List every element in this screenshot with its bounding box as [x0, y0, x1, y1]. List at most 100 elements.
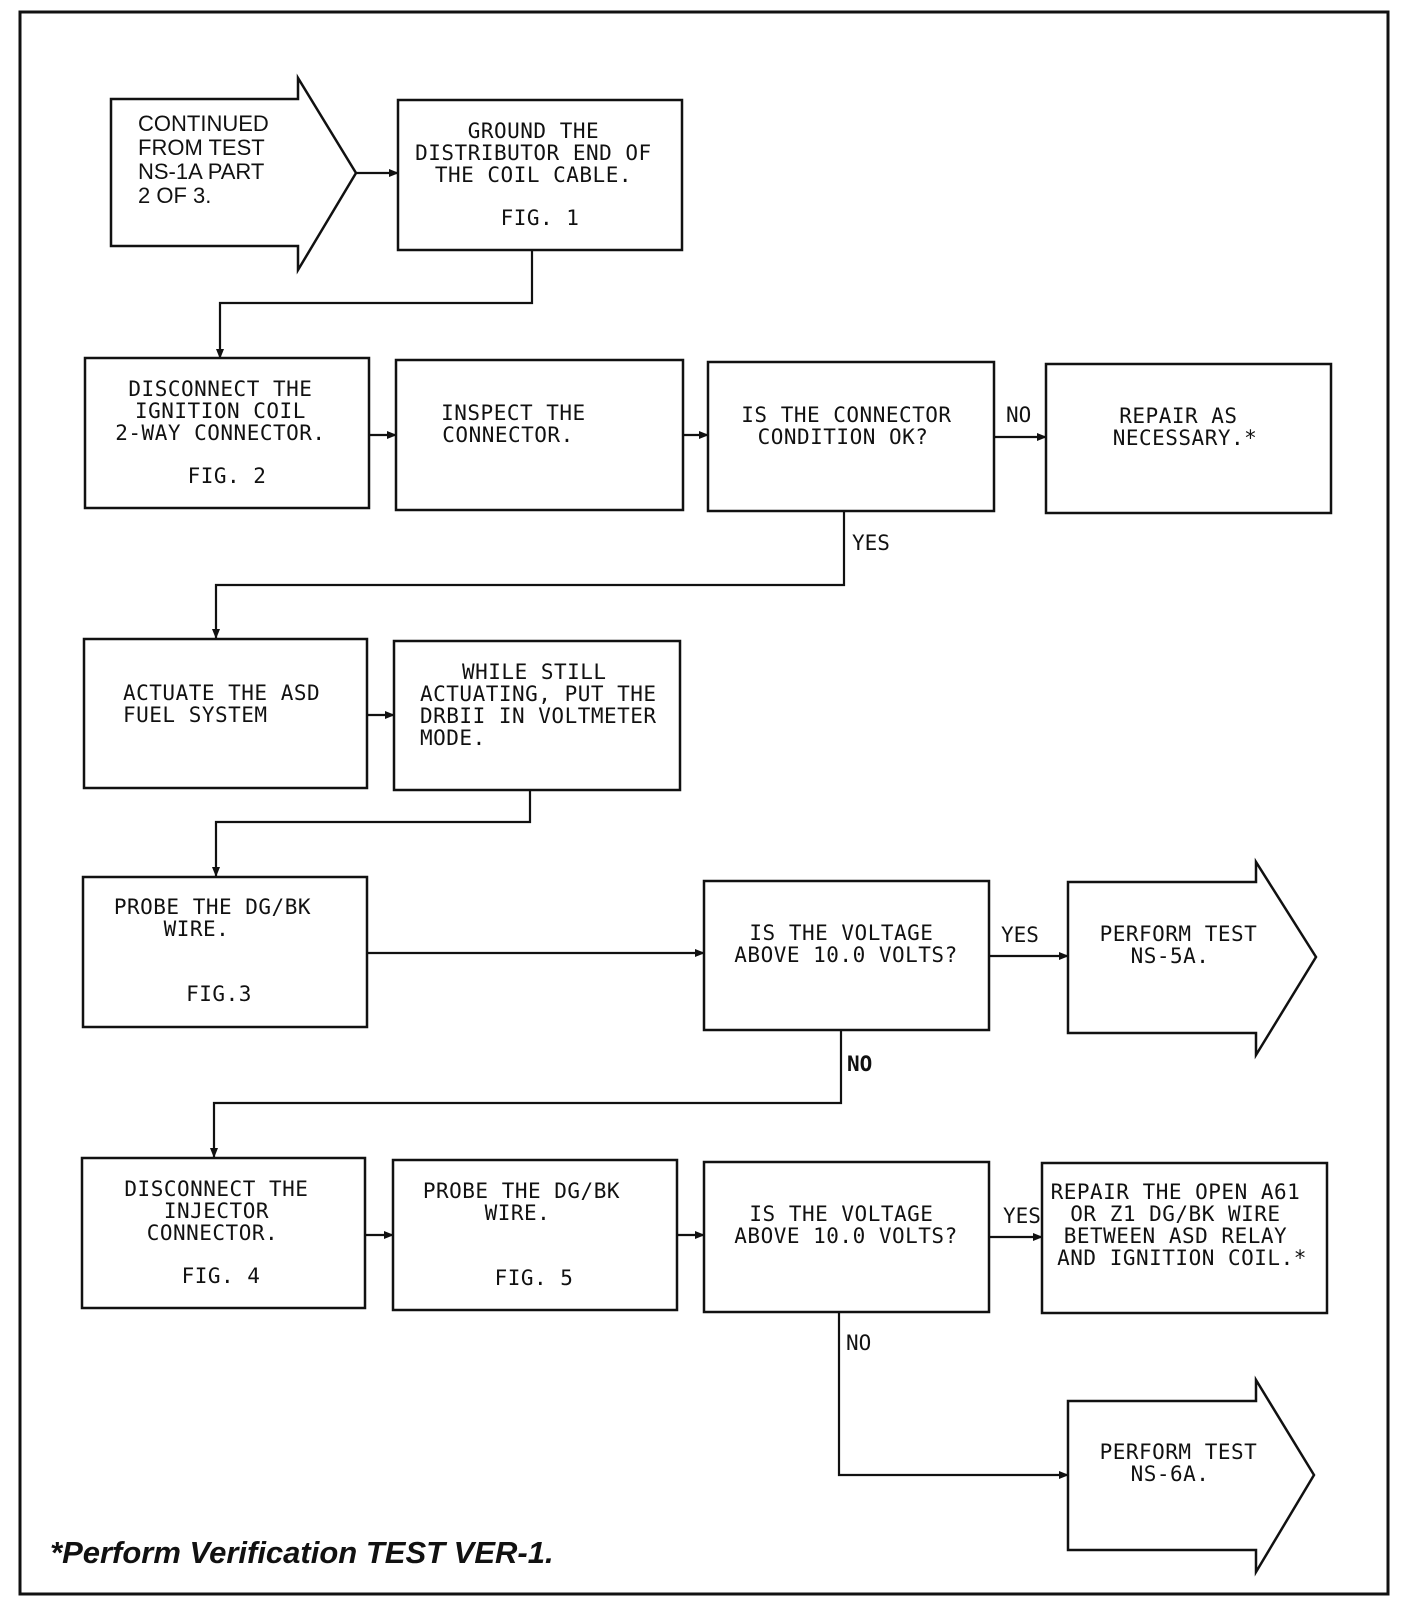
step-inspect-connector: INSPECT THE CONNECTOR. [394, 358, 685, 512]
decision-voltage-above-10v-second: IS THE VOLTAGE ABOVE 10.0 VOLTS? [702, 1160, 991, 1314]
figure-reference: FIG. 5 [495, 1266, 574, 1290]
step-box [80, 1156, 367, 1310]
step-line: ACTUATING, PUT THE [420, 682, 657, 706]
step-line: DISCONNECT THE [128, 377, 312, 401]
decision-line: IS THE VOLTAGE [749, 921, 933, 945]
start-arrow-line: 2 OF 3. [138, 183, 211, 208]
step-text: ACTUATE THE ASD FUEL SYSTEM [123, 681, 333, 727]
step-line: WHILE STILL [462, 660, 607, 684]
exit-arrow-shape [1066, 1375, 1316, 1577]
step-box [1040, 1161, 1329, 1315]
decision-box [706, 360, 996, 513]
decision-text: IS THE CONNECTOR CONDITION OK? [741, 403, 964, 449]
decision-box [702, 879, 991, 1032]
branch-label-yes: YES [1001, 923, 1039, 947]
step-text: INSPECT THE CONNECTOR. [441, 401, 599, 447]
step-line: GROUND THE [468, 119, 599, 143]
figure-reference: FIG. 1 [501, 206, 580, 230]
step-line: CONNECTOR. [442, 423, 573, 447]
decision-line: ABOVE 10.0 VOLTS? [734, 1224, 957, 1248]
step-text: GROUND THE DISTRIBUTOR END OF THE COIL C… [415, 119, 665, 230]
step-line: REPAIR AS [1119, 404, 1237, 428]
step-line: AND IGNITION COIL.* [1057, 1246, 1307, 1270]
decision-line: CONDITION OK? [758, 425, 929, 449]
decision-connector-condition: IS THE CONNECTOR CONDITION OK? [706, 360, 996, 513]
step-text: REPAIR AS NECESSARY.* [1113, 404, 1258, 450]
exit-arrow-text: PERFORM TEST NS-6A. [1100, 1440, 1271, 1486]
exit-arrow-text: PERFORM TEST NS-5A. [1100, 922, 1271, 968]
step-line: WIRE. [485, 1201, 551, 1225]
start-arrow-line: NS-1A PART [138, 159, 264, 184]
decision-box [702, 1160, 991, 1314]
start-arrow-shape [109, 73, 358, 275]
step-line: NECESSARY.* [1113, 426, 1258, 450]
decision-text: IS THE VOLTAGE ABOVE 10.0 VOLTS? [734, 1202, 957, 1248]
decision-text: IS THE VOLTAGE ABOVE 10.0 VOLTS? [734, 921, 957, 967]
figure-reference: FIG. 4 [182, 1264, 261, 1288]
exit-arrow-line: PERFORM TEST [1100, 922, 1258, 946]
connector-decision-yes-to-actuate [212, 511, 846, 639]
step-line: BETWEEN ASD RELAY [1064, 1224, 1287, 1248]
decision-line: IS THE CONNECTOR [741, 403, 951, 427]
step-box [83, 356, 371, 510]
step-box [82, 637, 369, 790]
step-repair-open-wire: REPAIR THE OPEN A61 OR Z1 DG/BK WIRE BET… [1040, 1161, 1329, 1315]
step-line: REPAIR THE OPEN A61 [1051, 1180, 1301, 1204]
exit-arrow-perform-ns-6a: PERFORM TEST NS-6A. [1066, 1375, 1316, 1577]
connector-voltmeter-to-probe1 [212, 790, 532, 877]
step-box [394, 358, 685, 512]
verification-footnote: *Perform Verification TEST VER-1. [50, 1535, 554, 1570]
step-line: OR Z1 DG/BK WIRE [1070, 1202, 1280, 1226]
step-line: ACTUATE THE ASD [123, 681, 320, 705]
step-line: FUEL SYSTEM [123, 703, 268, 727]
step-line: PROBE THE DG/BK [423, 1179, 620, 1203]
step-text: REPAIR THE OPEN A61 OR Z1 DG/BK WIRE BET… [1051, 1180, 1314, 1270]
exit-arrow-line: NS-6A. [1131, 1462, 1210, 1486]
step-text: DISCONNECT THE IGNITION COIL 2-WAY CONNE… [115, 377, 338, 488]
start-arrow-line: FROM TEST [138, 135, 264, 160]
step-disconnect-ignition-coil: DISCONNECT THE IGNITION COIL 2-WAY CONNE… [83, 356, 371, 510]
step-repair-as-necessary: REPAIR AS NECESSARY.* [1044, 362, 1333, 515]
connectors [210, 169, 1069, 1479]
exit-arrow-shape [1066, 857, 1318, 1060]
step-actuate-asd-fuel-system: ACTUATE THE ASD FUEL SYSTEM [82, 637, 369, 790]
branch-label-no: NO [1006, 403, 1031, 427]
start-arrow-text: CONTINUED FROM TEST NS-1A PART 2 OF 3. [138, 111, 275, 208]
step-text: DISCONNECT THE INJECTOR CONNECTOR. FIG. … [124, 1177, 321, 1288]
step-ground-coil-cable: GROUND THE DISTRIBUTOR END OF THE COIL C… [396, 98, 684, 252]
connector-voltage2-no-to-6a [837, 1312, 1069, 1479]
exit-arrow-line: PERFORM TEST [1100, 1440, 1258, 1464]
step-drbii-voltmeter-mode: WHILE STILL ACTUATING, PUT THE DRBII IN … [392, 639, 682, 792]
step-line: DRBII IN VOLTMETER [420, 704, 657, 728]
start-arrow: CONTINUED FROM TEST NS-1A PART 2 OF 3. [109, 73, 358, 275]
step-line: DISTRIBUTOR END OF [415, 141, 652, 165]
connector-ground-to-disconnect-coil [216, 250, 534, 359]
exit-arrow-line: NS-5A. [1131, 944, 1210, 968]
step-probe-dg-bk-wire-second: PROBE THE DG/BK WIRE. FIG. 5 [391, 1158, 679, 1312]
branch-label-yes: YES [852, 531, 890, 555]
step-probe-dg-bk-wire: PROBE THE DG/BK WIRE. FIG.3 [81, 875, 369, 1029]
start-arrow-line: CONTINUED [138, 111, 269, 136]
step-line: CONNECTOR. [147, 1221, 278, 1245]
step-disconnect-injector: DISCONNECT THE INJECTOR CONNECTOR. FIG. … [80, 1156, 367, 1310]
decision-voltage-above-10v-first: IS THE VOLTAGE ABOVE 10.0 VOLTS? [702, 879, 991, 1032]
step-line: DISCONNECT THE [124, 1177, 308, 1201]
exit-arrow-perform-ns-5a: PERFORM TEST NS-5A. [1066, 857, 1318, 1060]
step-line: MODE. [420, 726, 486, 750]
page-frame [18, 10, 1390, 1596]
step-box [81, 875, 369, 1029]
decision-line: ABOVE 10.0 VOLTS? [734, 943, 957, 967]
step-text: PROBE THE DG/BK WIRE. FIG. 5 [423, 1179, 633, 1290]
step-box [1044, 362, 1333, 515]
step-line: PROBE THE DG/BK [114, 895, 311, 919]
step-box [391, 1158, 679, 1312]
step-line: 2-WAY CONNECTOR. [115, 421, 325, 445]
figure-reference: FIG.3 [186, 982, 252, 1006]
step-line: INJECTOR [164, 1199, 269, 1223]
step-text: PROBE THE DG/BK WIRE. FIG.3 [114, 895, 324, 1006]
decision-line: IS THE VOLTAGE [749, 1202, 933, 1226]
connector-voltage1-no-to-injector [210, 1030, 843, 1158]
figure-reference: FIG. 2 [188, 464, 267, 488]
